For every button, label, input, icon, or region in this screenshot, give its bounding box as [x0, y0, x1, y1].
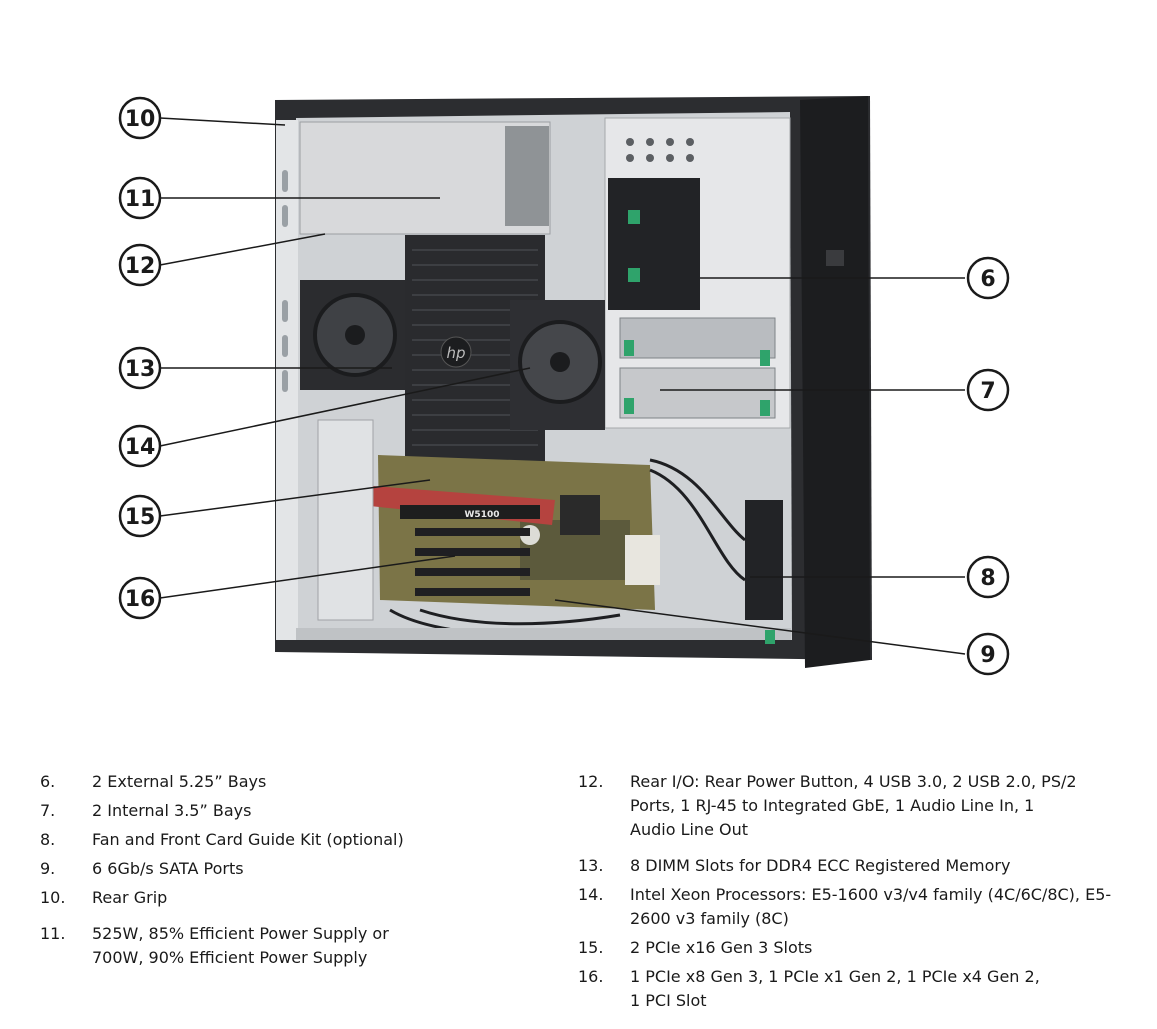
callout-numbers: 10 11 12 13 14 15 16 6 7 8 9 [125, 107, 996, 668]
callout-circle [118, 576, 162, 620]
legend-text: 1 PCIe x8 Gen 3, 1 PCIe x1 Gen 2, 1 PCIe… [630, 967, 1040, 1010]
legend-item: 6. 2 External 5.25” Bays [40, 770, 540, 794]
leader-line [159, 555, 456, 599]
legend-text: 6 6Gb/s SATA Ports [92, 859, 244, 878]
leader-line [159, 117, 286, 126]
legend-text: 525W, 85% Efficient Power Supply or 700W… [92, 924, 389, 967]
legend-text: 2 Internal 3.5” Bays [92, 801, 252, 820]
callout-circle [118, 243, 162, 287]
legend-number: 16. [578, 967, 604, 986]
drive-cage-holes [626, 138, 694, 162]
legend-item: 11. 525W, 85% Efficient Power Supply or … [40, 922, 400, 970]
heatsink [560, 495, 600, 535]
callout-circle [966, 368, 1010, 412]
green-latch [628, 268, 640, 282]
leader-lines [159, 117, 966, 655]
leader-line [159, 479, 431, 517]
callout-number: 7 [980, 379, 995, 404]
rear-grip-slots [282, 170, 288, 392]
legend-right-column: 12. Rear I/O: Rear Power Button, 4 USB 3… [578, 770, 1138, 1018]
legend-number: 15. [578, 938, 604, 957]
legend-item: 8. Fan and Front Card Guide Kit (optiona… [40, 828, 540, 852]
legend-number: 11. [40, 924, 66, 943]
callout-circle [966, 256, 1010, 300]
power-supply-grille [505, 126, 549, 226]
legend-number: 10. [40, 888, 66, 907]
workstation-chassis: hp W5100 [275, 96, 872, 668]
graphics-card-bracket [400, 505, 540, 519]
callout-circle [118, 424, 162, 468]
callout-number: 8 [980, 566, 995, 591]
callout-circle [118, 176, 162, 220]
legend-item: 14. Intel Xeon Processors: E5-1600 v3/v4… [578, 883, 1118, 931]
callout-number: 9 [980, 643, 995, 668]
callout-circle [118, 96, 162, 140]
hp-logo [440, 336, 472, 368]
legend-left-column: 6. 2 External 5.25” Bays 7. 2 Internal 3… [40, 770, 540, 975]
leader-line [159, 233, 326, 266]
bottom-rail [296, 628, 791, 640]
callout-number: 16 [125, 587, 156, 612]
workstation-diagram: hp W5100 [118, 96, 1010, 676]
legend-number: 6. [40, 772, 56, 791]
internal-bay-lower [619, 367, 776, 419]
legend-number: 8. [40, 830, 56, 849]
legend-text: Intel Xeon Processors: E5-1600 v3/v4 fam… [630, 885, 1112, 928]
callout-number: 11 [125, 187, 156, 212]
leader-line [554, 599, 966, 655]
legend-item: 12. Rear I/O: Rear Power Button, 4 USB 3… [578, 770, 1078, 842]
legend-number: 13. [578, 856, 604, 875]
callout-circle [966, 632, 1010, 676]
front-bezel [800, 96, 870, 668]
gpu-label: W5100 [465, 510, 500, 520]
pcie-slots [415, 528, 530, 596]
leader-line [159, 367, 531, 447]
legend-item: 9. 6 6Gb/s SATA Ports [40, 857, 540, 881]
hp-logo-text: hp [446, 344, 465, 362]
green-latch [628, 210, 640, 224]
external-bay-carrier [608, 178, 700, 310]
legend-item: 7. 2 Internal 3.5” Bays [40, 799, 540, 823]
legend-item: 10. Rear Grip [40, 886, 540, 910]
front-fan [745, 500, 783, 620]
front-port [826, 250, 844, 266]
legend-text: Rear I/O: Rear Power Button, 4 USB 3.0, … [630, 772, 1077, 839]
callout-number: 15 [125, 505, 156, 530]
legend-number: 14. [578, 885, 604, 904]
legend-text: Rear Grip [92, 888, 168, 907]
legend-number: 9. [40, 859, 56, 878]
callout-circle [118, 346, 162, 390]
expansion-slot-covers [317, 419, 374, 621]
callout-circle [118, 494, 162, 538]
legend-item: 13. 8 DIMM Slots for DDR4 ECC Registered… [578, 854, 1138, 878]
callout-number: 10 [125, 107, 156, 132]
legend-number: 12. [578, 772, 604, 791]
legend-text: Fan and Front Card Guide Kit (optional) [92, 830, 404, 849]
power-connector [625, 535, 660, 585]
callout-number: 6 [980, 267, 995, 292]
legend-text: 8 DIMM Slots for DDR4 ECC Registered Mem… [630, 856, 1011, 875]
internal-bay-upper [619, 317, 776, 359]
legend-text: 2 PCIe x16 Gen 3 Slots [630, 938, 813, 957]
callout-number: 13 [125, 357, 156, 382]
callout-number: 12 [125, 254, 156, 279]
legend-item: 15. 2 PCIe x16 Gen 3 Slots [578, 936, 1138, 960]
legend-item: 16. 1 PCIe x8 Gen 3, 1 PCIe x1 Gen 2, 1 … [578, 965, 1048, 1013]
legend-number: 7. [40, 801, 56, 820]
legend-text: 2 External 5.25” Bays [92, 772, 267, 791]
callout-circle [966, 555, 1010, 599]
callout-circles [118, 96, 1010, 676]
callout-number: 14 [125, 435, 156, 460]
